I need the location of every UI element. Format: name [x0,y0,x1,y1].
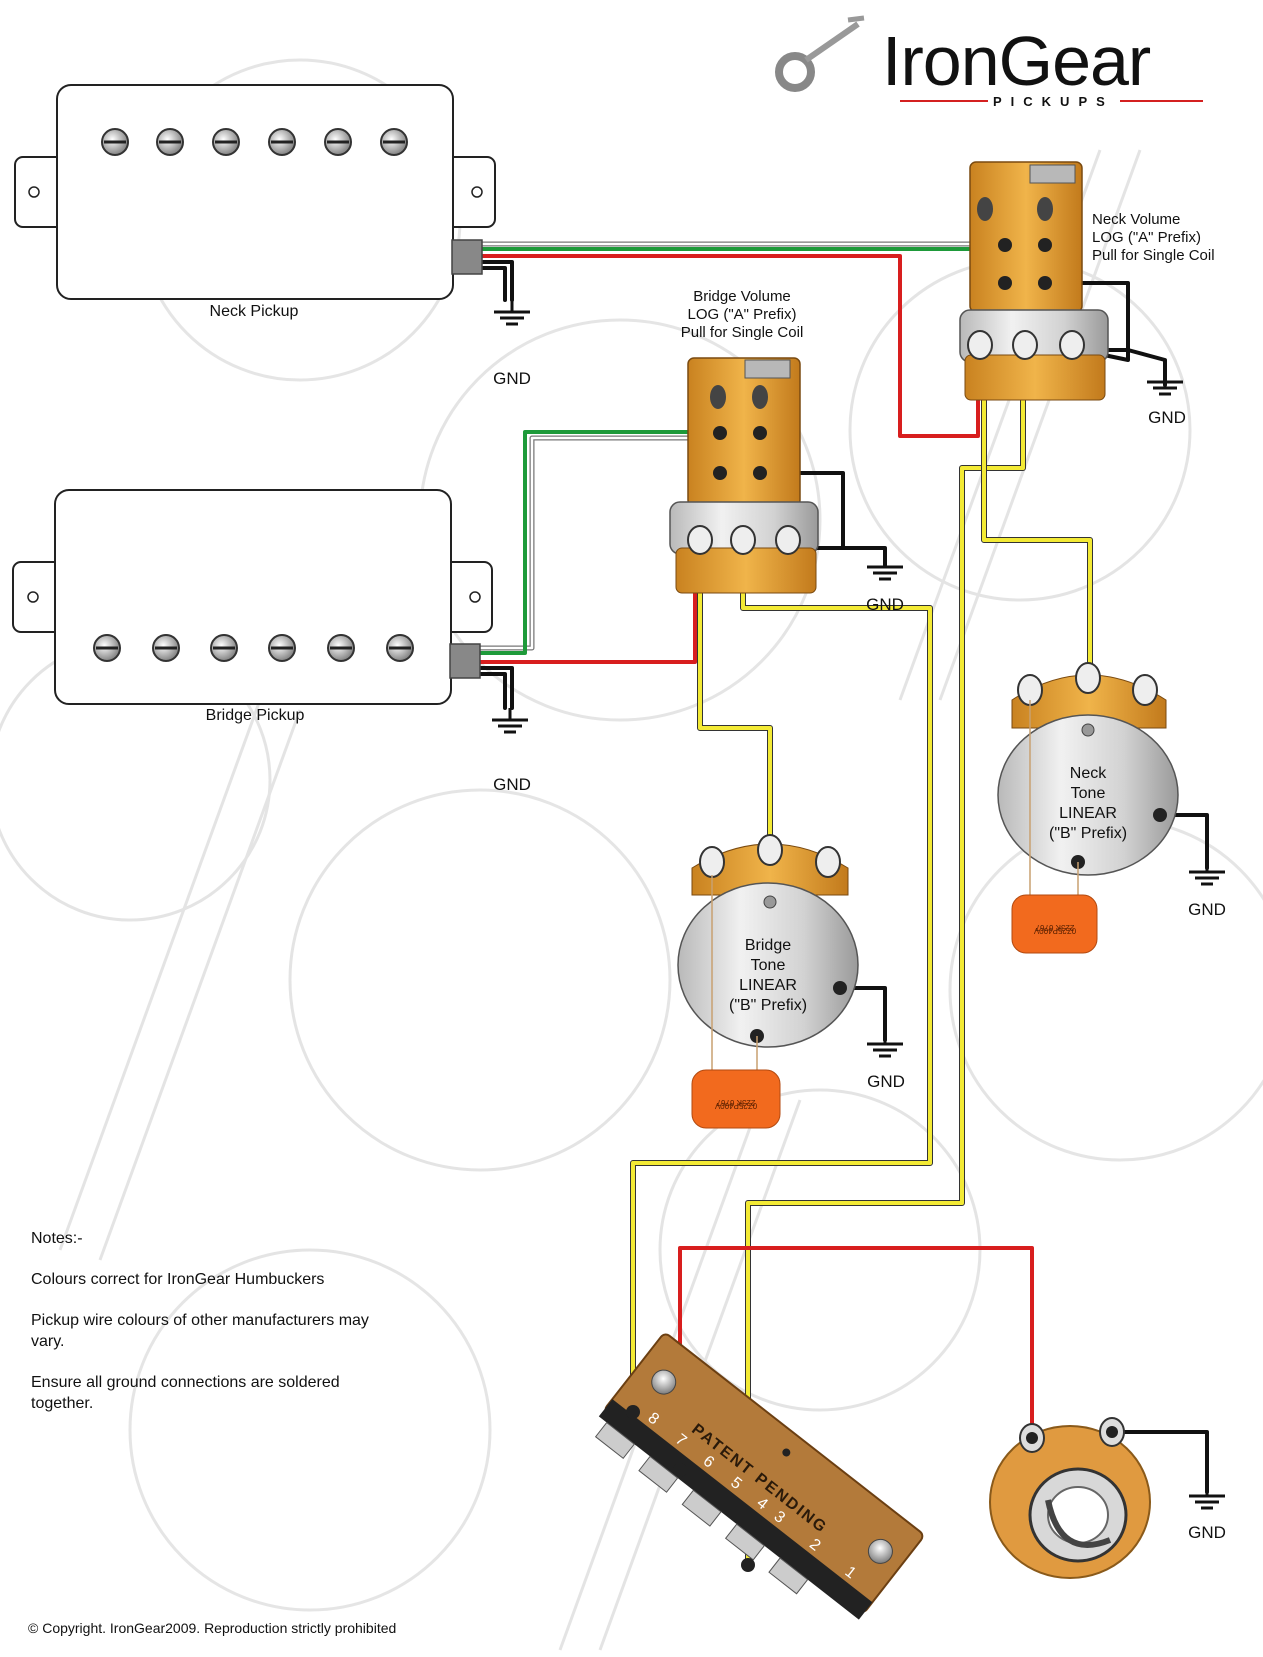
bridge-volume-pot: Bridge Volume LOG ("A" Prefix) Pull for … [669,288,819,594]
wires [477,241,1209,1568]
gnd-label: GND [866,595,904,614]
notes-title: Notes:- [31,1230,83,1247]
neck-cap-text-2: 0Z25P400V [1033,926,1076,935]
logo-subtitle: PICKUPS [993,94,1114,109]
ground-neck-tone: GND [1187,858,1227,919]
bridge-tone-label-4: ("B" Prefix) [729,997,807,1014]
gnd-label: GND [867,1072,905,1091]
neck-volume-pot: Neck Volume LOG ("A" Prefix) Pull for Si… [959,161,1215,401]
neck-volume-label-2: LOG ("A" Prefix) [1092,229,1201,246]
bridge-tone-pot: Bridge Tone LINEAR ("B" Prefix) 223K 676… [677,834,859,1129]
neck-pickup-label: Neck Pickup [210,303,299,320]
gnd-label: GND [493,775,531,794]
neck-tone-label-1: Neck [1070,765,1107,782]
gnd-label: GND [1188,1523,1226,1542]
key-icon [775,15,865,92]
neck-tone-label-3: LINEAR [1059,805,1117,822]
neck-tone-label-2: Tone [1071,785,1106,802]
bridge-pickup-label: Bridge Pickup [206,707,305,724]
bridge-tone-label-2: Tone [751,957,786,974]
irongear-logo: IronGear PICKUPS [775,15,1203,109]
ground-neck-volume: GND [1145,368,1186,427]
neck-cap-text-1: 223K 6767 [1035,923,1074,932]
wire-neck-ground [478,260,514,302]
ground-bridge-tone: GND [865,1030,905,1091]
neck-volume-label-3: Pull for Single Coil [1092,247,1215,264]
bridge-pickup: Bridge Pickup [12,489,493,724]
wire-jack-ground [1110,1430,1209,1494]
bridge-tone-label-3: LINEAR [739,977,797,994]
neck-tone-capacitor: 223K 6767 0Z25P400V [1011,894,1098,954]
note-item: Pickup wire colours of other manufacture… [31,1312,369,1350]
bridge-cap-text-1: 223K 6767 [716,1098,755,1107]
bridge-tone-capacitor: 223K 6767 0Z25P400V [691,1069,781,1129]
bridge-volume-label-2: LOG ("A" Prefix) [688,306,797,323]
neck-tone-pot: Neck Tone LINEAR ("B" Prefix) 223K 6767 … [997,662,1179,954]
wire-bridge-ground [478,666,514,710]
note-item: Colours correct for IronGear Humbuckers [31,1271,325,1288]
gnd-label: GND [1148,408,1186,427]
ground-neck-pickup: GND [492,298,532,388]
neck-volume-lugs [967,197,1085,360]
ground-bridge-pickup: GND [490,706,531,794]
bridge-volume-label-1: Bridge Volume [693,288,791,305]
wire-bridge-red [478,536,697,664]
gnd-label: GND [1188,900,1226,919]
copyright-text: © Copyright. IronGear2009. Reproduction … [28,1620,397,1636]
note-item: Ensure all ground connections are solder… [31,1374,340,1412]
neck-tone-label-4: ("B" Prefix) [1049,825,1127,842]
bridge-volume-label-3: Pull for Single Coil [681,324,804,341]
notes-block: Notes:- Colours correct for IronGear Hum… [31,1228,391,1434]
ground-bridge-volume: GND [865,553,905,614]
wire-bridge-green [478,430,718,655]
wire-bridgevol-ground [758,471,845,550]
neck-volume-label-1: Neck Volume [1092,211,1180,228]
selector-switch: PATENT PENDING 8 7 6 5 3 1 2 4 [594,1333,924,1620]
ground-jack: GND [1187,1482,1227,1542]
gnd-label: GND [493,369,531,388]
logo-brand-text: IronGear [882,22,1151,100]
output-jack [989,1417,1151,1579]
bridge-volume-lugs [687,385,801,555]
neck-pickup: Neck Pickup [14,84,496,320]
bridge-cap-text-2: 0Z25P400V [714,1101,757,1110]
wire-neck-red [478,254,980,438]
bridge-tone-label-1: Bridge [745,937,791,954]
